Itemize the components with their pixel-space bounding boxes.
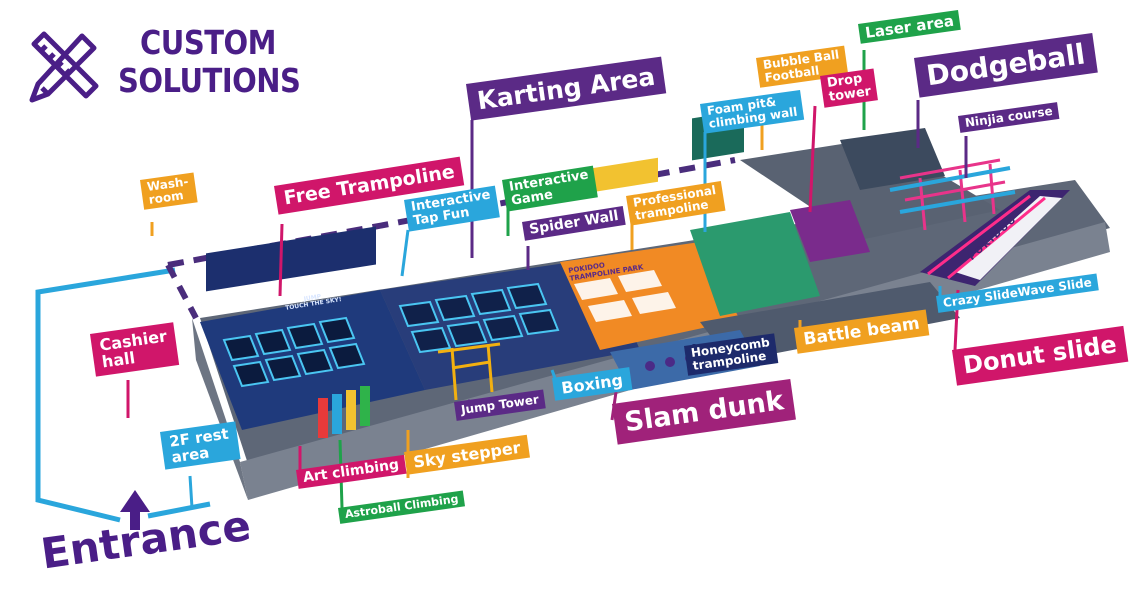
entrance-path-blue xyxy=(35,267,211,523)
trampoline-grid-2 xyxy=(398,282,560,354)
zone-foam-pit xyxy=(690,212,820,316)
jump-tower-structure xyxy=(437,342,501,401)
zone-drop-tower xyxy=(790,200,870,262)
slide-surface xyxy=(955,196,1062,280)
pro-trampoline-mats xyxy=(574,270,676,322)
entrance-arrow-icon xyxy=(120,490,150,530)
ruler-pencil-icon xyxy=(29,31,99,103)
zone-upper-mezzanine xyxy=(740,138,1000,240)
upper-route-dashed-2 xyxy=(165,263,199,320)
brand-title: CUSTOM SOLUTIONS xyxy=(118,22,301,101)
brand-title-line2: SOLUTIONS xyxy=(118,61,301,101)
ninja-course-beams xyxy=(889,166,1016,214)
climbing-columns xyxy=(318,386,370,438)
trampoline-grid-1 xyxy=(222,316,366,388)
brand-title-line1: CUSTOM xyxy=(139,22,277,62)
ninja-course-structure xyxy=(899,158,1006,231)
jump-wall-banner xyxy=(206,226,376,292)
slide-rails xyxy=(927,194,1046,280)
